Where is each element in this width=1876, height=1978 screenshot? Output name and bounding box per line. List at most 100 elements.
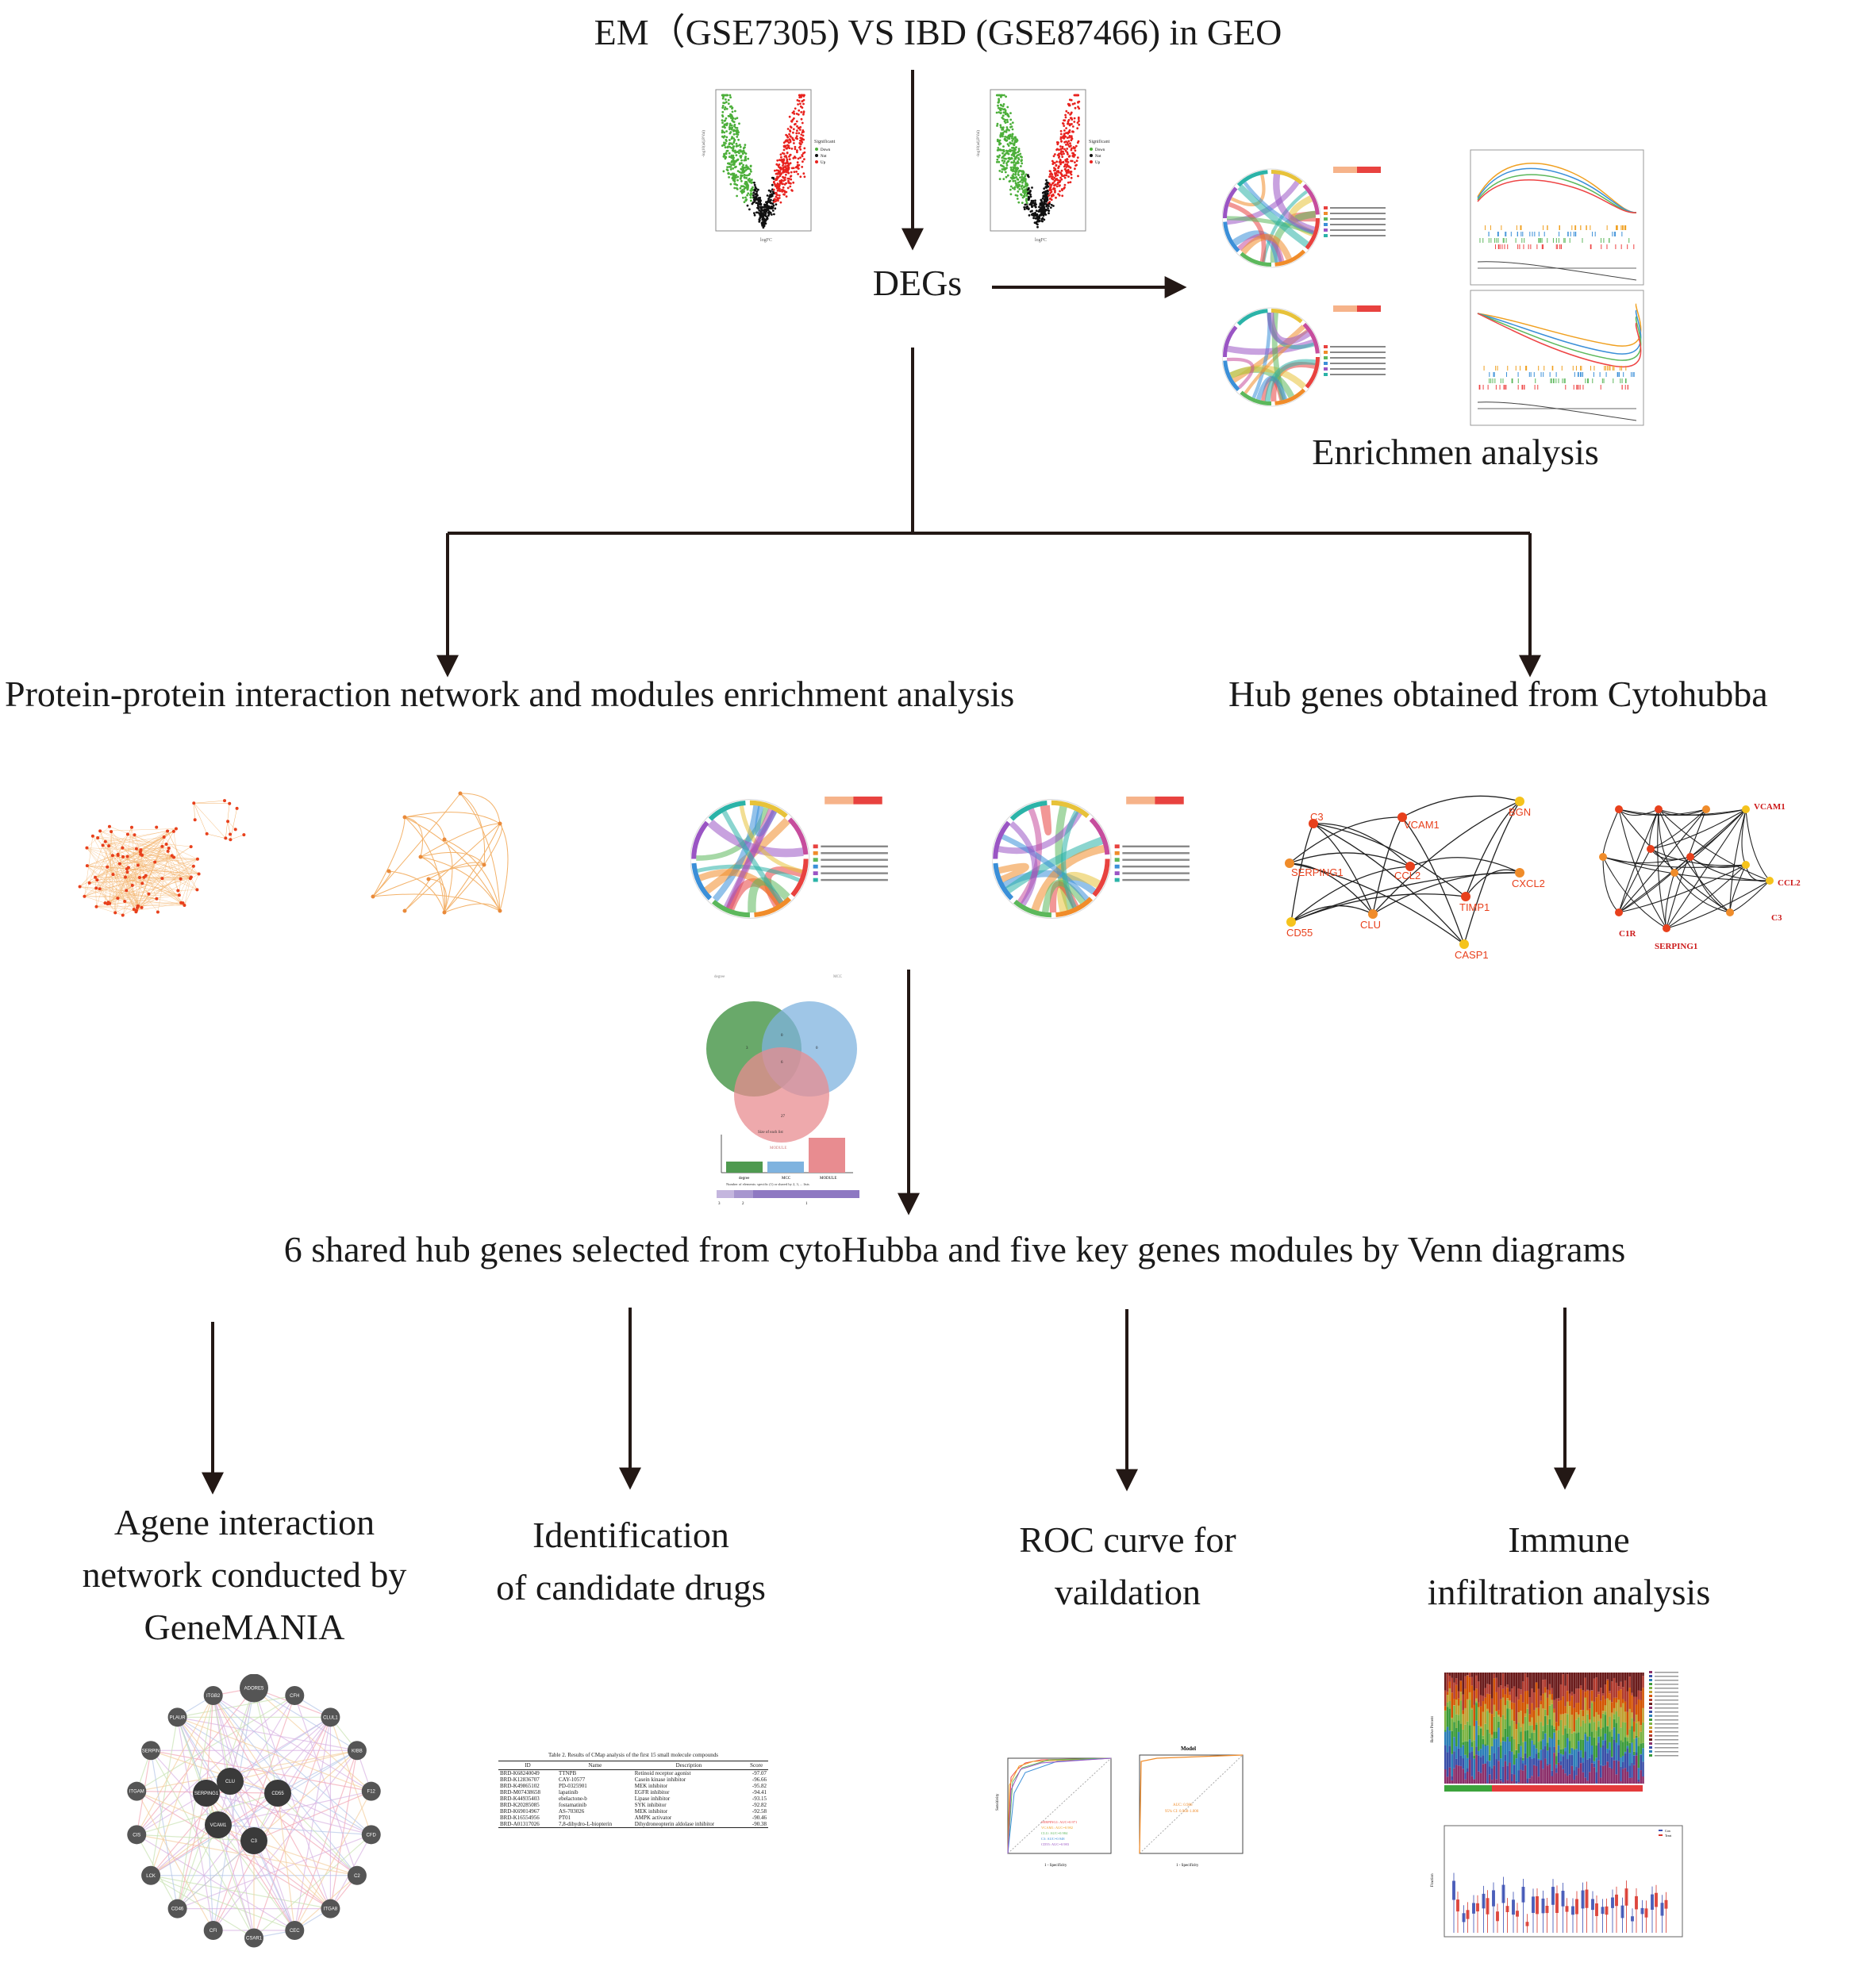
volcano-point [724,156,727,159]
volcano-point [1017,181,1020,184]
immune-bar-segment [1517,1782,1520,1784]
volcano-point [1007,157,1010,159]
ppi-edge [127,857,175,873]
roc-curves-genes: Sensitivity 1 - Specificity SERPING1: AU… [996,1757,1112,1868]
immune-bar-segment [1573,1731,1575,1733]
volcano-point [1056,154,1059,156]
ppi-edge [109,826,163,847]
volcano-point [734,109,736,113]
immune-bar-segment [1528,1738,1531,1757]
roc-model-ci: 95% CI: 0.968-1.000 [1165,1810,1199,1814]
volcano-point [771,207,774,210]
volcano-point [1064,116,1067,119]
volcano-point [1014,163,1017,167]
immune-bar-segment [1446,1673,1449,1692]
immune-bar-segment [1478,1755,1480,1772]
ppi-edge [125,858,198,878]
ppi-node [226,820,230,824]
chord-legend-key [813,851,818,855]
svg-text:Sensitivity: Sensitivity [996,1793,1000,1811]
volcano-point [1034,205,1037,209]
volcano-point [1051,195,1053,198]
immune-bar-segment [1593,1767,1596,1784]
chord-color-scale-high [1155,796,1184,805]
volcano-point [1024,203,1027,206]
genemania-node [167,1707,187,1727]
immune-bar-segment [1526,1703,1529,1709]
ppi-edge [126,890,142,908]
hub-label-cxcl2: CXCL2 [1512,878,1545,889]
immune-bar-segment [1642,1761,1644,1776]
immune-bar-segment [1548,1684,1551,1691]
volcano-point [1063,176,1067,179]
volcano-point [726,149,729,152]
immune-bar-segment [1584,1751,1586,1778]
volcano-point [1006,106,1009,109]
immune-bar-segment [1526,1730,1529,1758]
immune-bar-segment [1459,1680,1463,1692]
genemania-edge [213,1688,255,1931]
immune-bar-segment [1595,1697,1597,1712]
box [1482,1893,1486,1909]
volcano-point [1058,194,1061,197]
immune-bar-segment [1624,1768,1627,1784]
immune-bar-segment [1490,1737,1493,1746]
immune-bar-segment [1504,1704,1507,1719]
immune-bar-segment [1526,1677,1529,1692]
immune-bar-segment [1573,1749,1575,1750]
genemania-edge [136,1791,255,1842]
volcano-point [797,127,800,129]
box [1472,1903,1475,1914]
volcano-point [1040,206,1043,209]
volcano-point [1007,137,1010,140]
volcano-point [746,194,748,197]
ppi-node [138,876,142,880]
immune-bar-segment [1635,1752,1638,1756]
chord-legend-key [1114,871,1120,876]
chord-link [1229,365,1307,390]
volcano-point [1070,139,1073,142]
immune-bar-segment [1551,1776,1553,1784]
box [1601,1907,1605,1915]
genemania-edge [150,1875,295,1931]
immune-bar-segment [1555,1673,1558,1699]
volcano-point [752,186,754,189]
volcano-point [801,166,804,168]
volcano-point [742,163,744,167]
svg-text:Down: Down [821,148,831,152]
chord-legend-line [1330,357,1386,359]
volcano-point [776,159,779,162]
volcano-point [998,139,1001,142]
immune-bar-segment [1579,1685,1582,1689]
volcano-point [999,148,1002,152]
immune-bar-segment [1562,1673,1564,1675]
volcano-point [1075,163,1078,167]
immune-bar-segment [1468,1692,1471,1700]
immune-bar-segment [1453,1751,1455,1769]
volcano-point [773,201,775,203]
hub2-node [1742,861,1750,869]
chord-legend-line [1330,368,1386,370]
immune-bar-segment [1622,1673,1624,1688]
chord-link [1237,184,1309,248]
ppi-edge [79,886,97,889]
immune-bar-segment [1478,1771,1480,1784]
immune-bar-segment [1522,1681,1524,1703]
ppi-edge [96,906,116,913]
immune-bar-segment [1555,1730,1558,1750]
immune-bar-segment [1613,1714,1616,1719]
immune-bar-segment [1615,1673,1618,1683]
box [1605,1906,1609,1915]
immune-bar-segment [1462,1673,1464,1695]
volcano-point [1014,136,1017,139]
volcano-point [1058,156,1060,159]
ppi-edge [102,836,164,846]
box [1615,1894,1618,1907]
immune-bar-segment [1600,1765,1602,1778]
ppi-node [124,875,128,879]
immune-legend-line [1655,1676,1678,1677]
volcano-point [1037,220,1040,223]
ppi-edge [84,896,106,904]
box [1591,1899,1594,1911]
hub2-edge [1650,848,1747,866]
